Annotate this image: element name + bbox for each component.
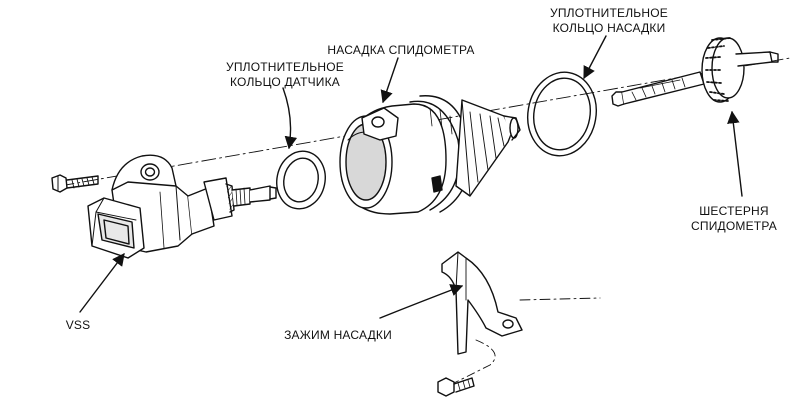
adapter-o-ring bbox=[527, 71, 597, 157]
clip-centerline bbox=[519, 297, 601, 301]
bolt-centerline bbox=[451, 339, 496, 385]
speedometer-gear-shaft bbox=[611, 37, 779, 107]
label-speedometer-gear: ШЕСТЕРНЯ СПИДОМЕТРА bbox=[691, 204, 777, 233]
sensor-o-ring bbox=[276, 150, 326, 210]
speedo-gear-leader bbox=[727, 110, 743, 197]
label-vss: VSS bbox=[65, 318, 91, 332]
speedometer-adapter bbox=[339, 95, 521, 215]
vss-sensor bbox=[87, 154, 277, 259]
label-adapter-clip: ЗАЖИМ НАСАДКИ bbox=[284, 328, 392, 342]
label-sensor-seal: УПЛОТНИТЕЛЬНОЕ КОЛЬЦО ДАТЧИКА bbox=[226, 60, 344, 89]
speedo-adapter-leader bbox=[380, 57, 399, 104]
label-adapter-seal: УПЛОТНИТЕЛЬНОЕ КОЛЬЦО НАСАДКИ bbox=[550, 6, 668, 35]
clip-leader bbox=[379, 284, 464, 319]
sensor-seal-leader bbox=[282, 87, 298, 150]
sensor-bolt bbox=[51, 174, 99, 193]
clip-bolt bbox=[437, 377, 475, 397]
adapter-seal-leader bbox=[583, 35, 607, 80]
vss-leader bbox=[79, 252, 125, 313]
label-speedometer-adapter: НАСАДКА СПИДОМЕТРА bbox=[327, 43, 475, 57]
adapter-clip bbox=[441, 251, 523, 355]
